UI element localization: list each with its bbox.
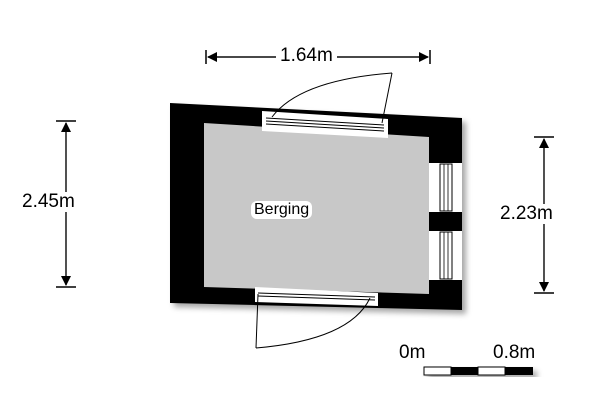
right-window-upper xyxy=(429,163,462,212)
scale-start-label: 0m xyxy=(399,342,426,363)
dimension-right-label: 2.23m xyxy=(500,203,553,224)
room-floor xyxy=(204,123,429,294)
top-door xyxy=(262,72,393,138)
dimension-left-label: 2.45m xyxy=(22,191,75,212)
scale-bar xyxy=(423,366,533,376)
room-label: Berging xyxy=(251,201,313,219)
dimension-top-label: 1.64m xyxy=(276,46,337,66)
right-window-lower xyxy=(429,231,462,280)
bottom-door xyxy=(255,287,378,349)
scale-end-label: 0.8m xyxy=(493,342,536,363)
